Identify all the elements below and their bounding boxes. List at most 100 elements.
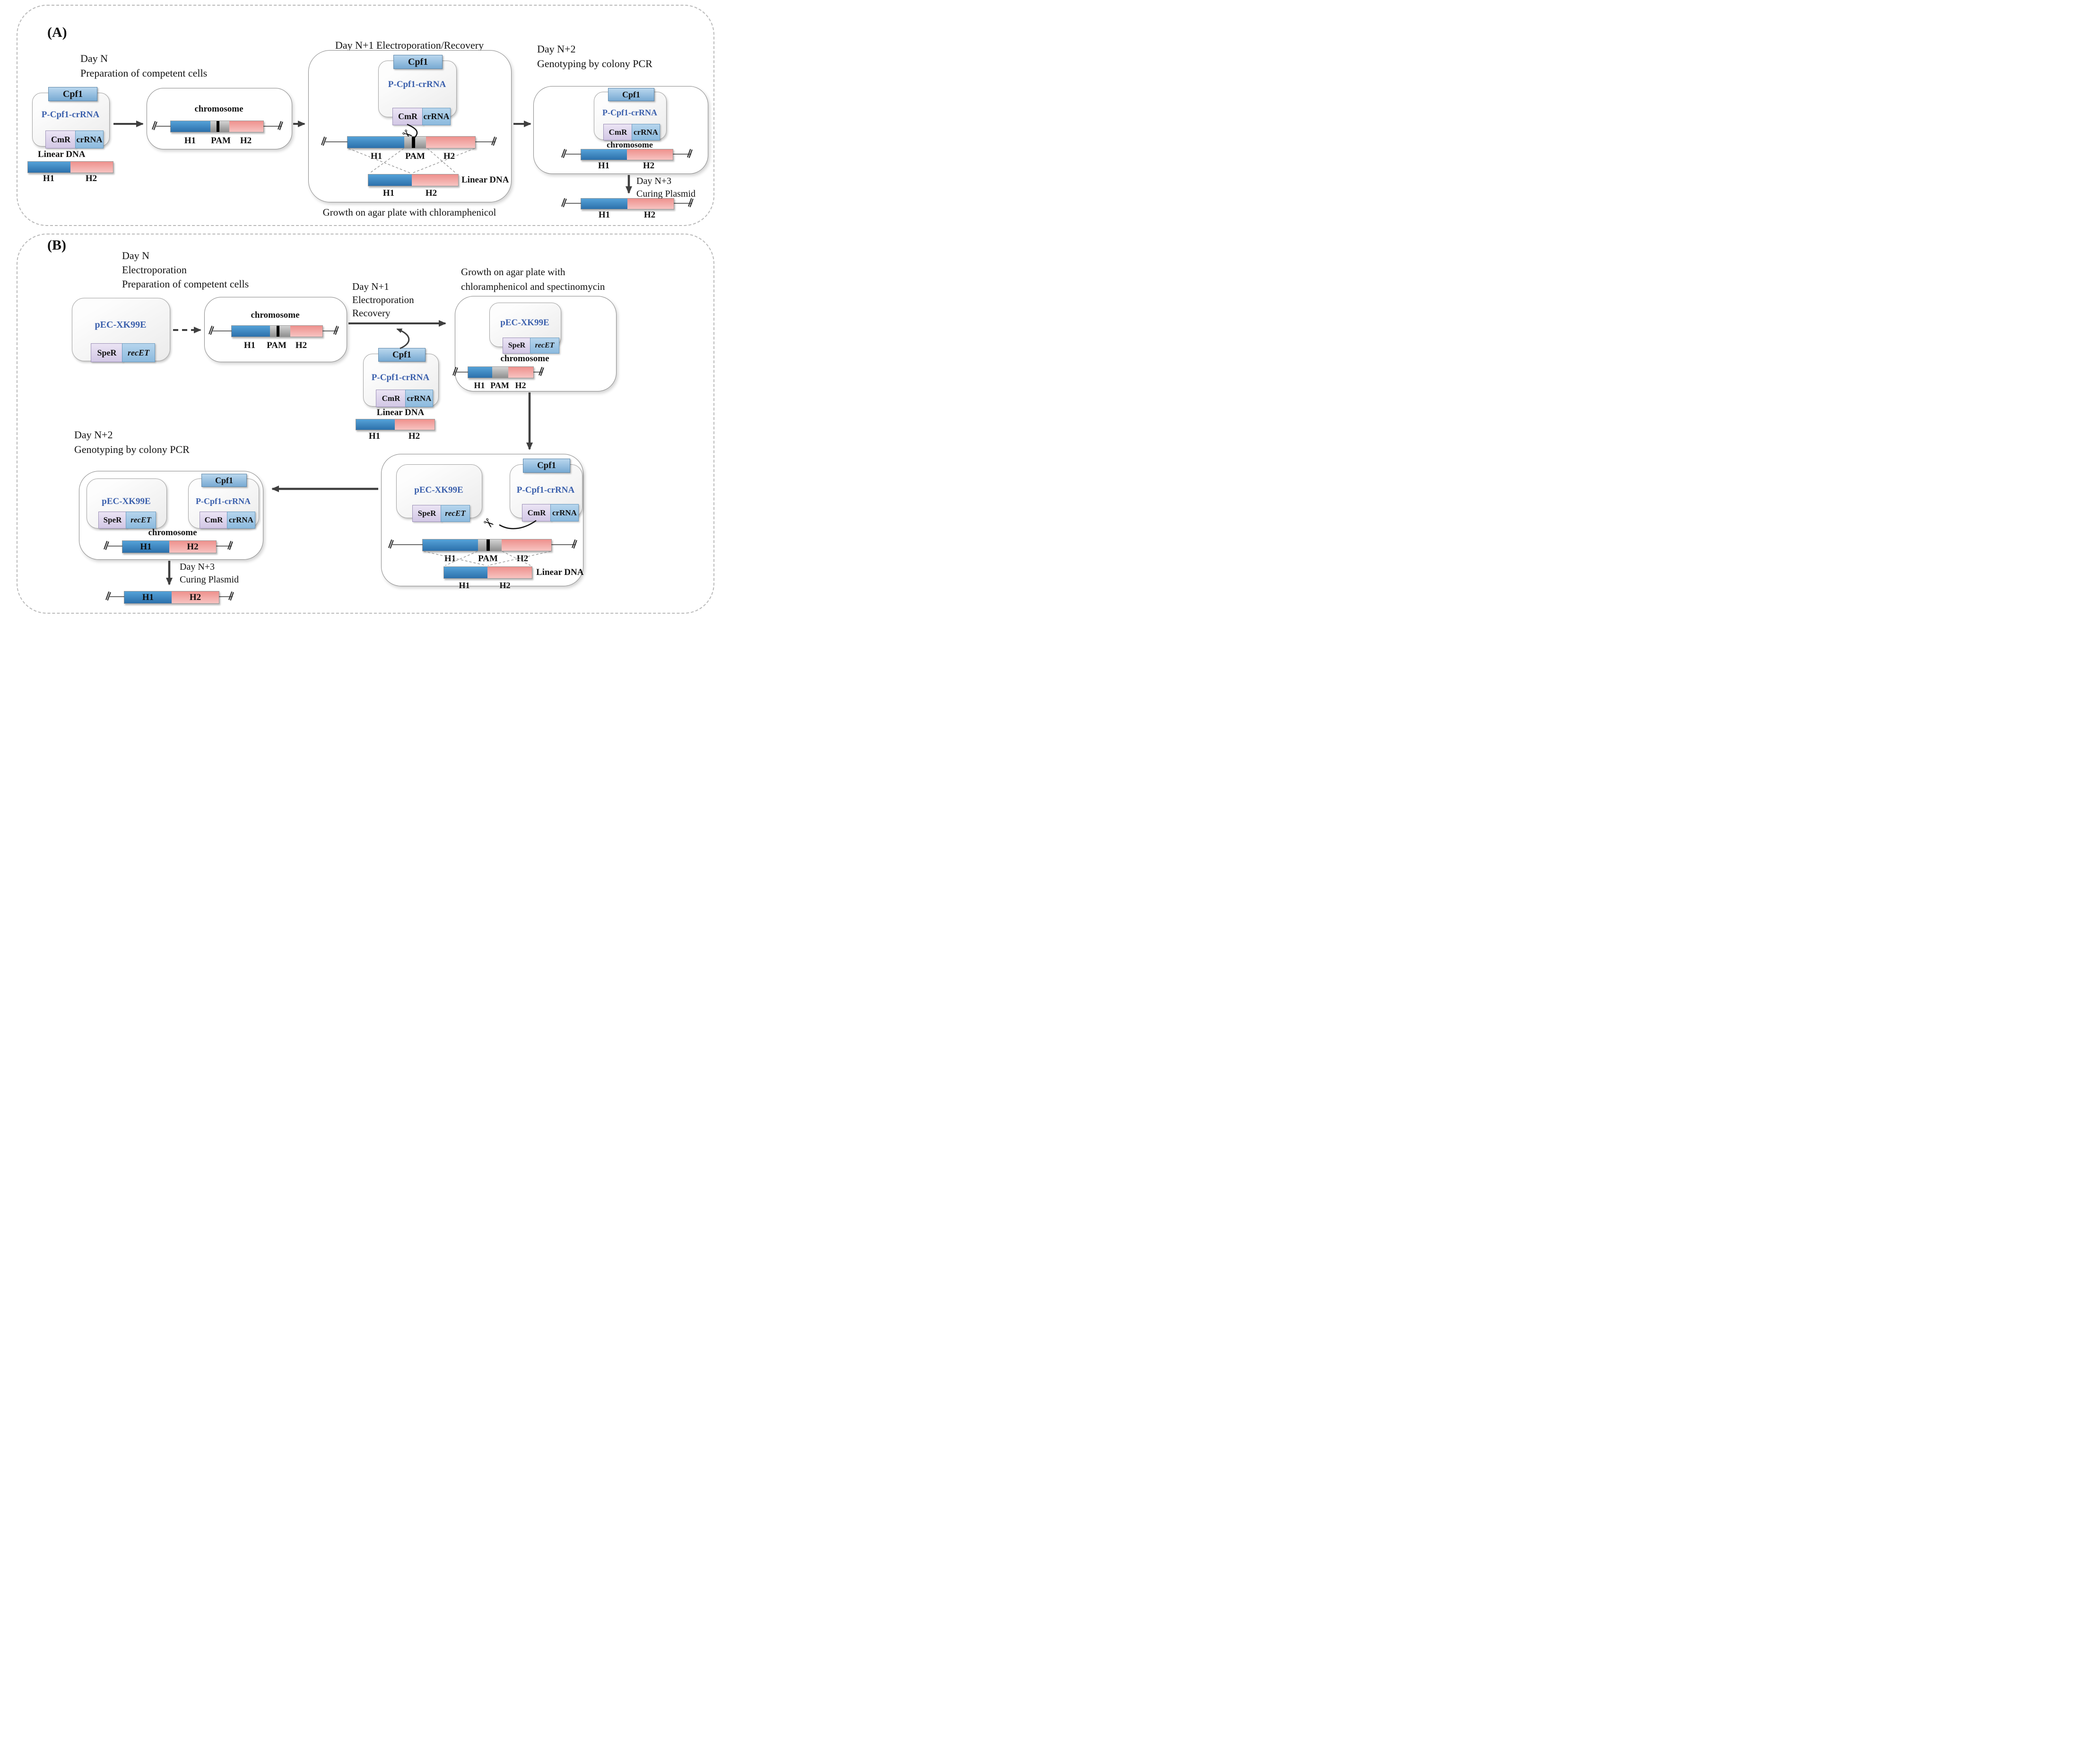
plasmid-name: P-Cpf1-crRNA	[371, 373, 430, 382]
step-line: Preparation of competent cells	[80, 67, 208, 79]
chromosome-bar	[170, 121, 264, 132]
recet-gene: recET	[122, 343, 155, 362]
step-line: Curing Plasmid	[180, 574, 239, 585]
panel-b-day-n3-step: Day N+3 Curing Plasmid	[180, 561, 239, 586]
h1-label: H1	[142, 592, 154, 602]
h1-label: H1	[184, 136, 196, 146]
h2-label: H2	[189, 592, 201, 602]
plasmid-name: P-Cpf1-crRNA	[41, 110, 100, 120]
pam-site	[412, 137, 415, 148]
h1-segment	[348, 137, 404, 148]
cpf1-gene-tab: Cpf1	[523, 459, 570, 473]
step-line: Genotyping by colony PCR	[537, 58, 652, 70]
h2-segment	[290, 326, 322, 337]
h2-segment	[627, 149, 673, 160]
h1-segment: H1	[124, 591, 172, 603]
cpf1-gene-tab: Cpf1	[48, 87, 97, 101]
step-line: Day N+2	[74, 429, 113, 441]
cell-chromosome-a	[147, 88, 292, 149]
h2-segment: H2	[169, 541, 216, 553]
sper-gene: SpeR	[91, 343, 123, 362]
cmr-gene: CmR	[45, 130, 76, 148]
h2-segment	[70, 162, 113, 173]
h1-segment	[356, 419, 395, 430]
h1-label: H1	[459, 581, 470, 590]
step-line: Day N+1	[352, 281, 389, 292]
step-line: Electroporation	[352, 294, 414, 305]
step-line: Day N+3	[180, 562, 215, 572]
chromosome-bar	[468, 366, 534, 378]
h1-segment	[232, 326, 270, 337]
chromosome-bar	[422, 539, 552, 551]
panel-b-day-n-step: Day N Electroporation Preparation of com…	[122, 249, 249, 291]
h2-label: H2	[85, 174, 97, 183]
plasmid-name: pEC-XK99E	[102, 496, 151, 506]
h2-segment: H2	[172, 591, 219, 603]
pam-segment	[492, 367, 508, 378]
h2-segment	[508, 367, 533, 378]
linear-dna-label: Linear DNA	[536, 567, 584, 577]
chromosome-label: chromosome	[500, 354, 549, 364]
recet-gene: recET	[126, 512, 156, 529]
h1-segment: H1	[122, 541, 169, 553]
chromosome-label: chromosome	[194, 104, 243, 114]
plasmid-name: pEC-XK99E	[500, 318, 549, 328]
linear-dna-label: Linear DNA	[38, 149, 86, 159]
h2-segment	[412, 174, 458, 186]
linear-dna-bar	[368, 174, 459, 186]
cpf1-gene-tab: Cpf1	[608, 88, 654, 101]
h1-label: H1	[140, 541, 152, 552]
step-line: Curing Plasmid	[636, 189, 696, 199]
crrna-gene: crRNA	[550, 504, 579, 521]
h1-label: H1	[382, 188, 395, 198]
h1-label: H1	[598, 161, 610, 171]
h1-label: H1	[368, 431, 381, 441]
cmr-gene: CmR	[392, 108, 423, 125]
plasmid-name: P-Cpf1-crRNA	[516, 485, 575, 495]
h2-label: H2	[643, 210, 656, 220]
h2-label: H2	[240, 136, 252, 146]
panel-b-day-n2-title: Day N+2 Genotyping by colony PCR	[74, 427, 190, 457]
edited-chromosome-bar: H1 H2	[122, 540, 217, 553]
cpf1-gene-tab: Cpf1	[393, 55, 443, 69]
cmr-gene: CmR	[522, 504, 551, 521]
panel-a-day-n3-step: Day N+3 Curing Plasmid	[636, 175, 695, 200]
crrna-gene: crRNA	[632, 124, 660, 140]
pam-label: PAM	[267, 340, 287, 350]
crrna-gene: crRNA	[405, 390, 433, 407]
sper-gene: SpeR	[98, 512, 127, 529]
linear-dna-bar	[27, 161, 113, 173]
panel-a-day-n-step: Day N Preparation of competent cells	[80, 51, 207, 80]
h2-segment	[502, 539, 551, 551]
crrna-gene: crRNA	[227, 512, 255, 529]
sper-gene: SpeR	[412, 505, 442, 522]
h1-label: H1	[598, 210, 610, 220]
chromosome-bar	[231, 325, 323, 337]
step-line: Preparation of competent cells	[122, 278, 249, 290]
edited-chromosome-bar: H1 H2	[124, 591, 219, 604]
h1-segment	[468, 367, 492, 378]
step-line: Growth on agar plate with	[461, 266, 565, 278]
sper-gene: SpeR	[503, 338, 531, 354]
plasmid-name: P-Cpf1-crRNA	[388, 79, 446, 89]
h2-label: H2	[295, 340, 307, 350]
plasmid-name: pEC-XK99E	[414, 485, 463, 495]
h2-label: H2	[643, 161, 655, 171]
recet-gene: recET	[530, 338, 559, 354]
h2-label: H2	[187, 541, 199, 552]
h1-segment	[28, 162, 70, 173]
h2-label: H2	[516, 554, 529, 564]
pam-segment	[404, 137, 426, 148]
h1-label: H1	[243, 340, 256, 350]
h2-segment	[426, 137, 475, 148]
plasmid-name: P-Cpf1-crRNA	[196, 496, 251, 506]
step-line: chloramphenicol and spectinomycin	[461, 281, 605, 292]
pam-site	[217, 121, 219, 132]
edited-chromosome-bar	[581, 149, 673, 160]
linear-dna-bar	[356, 419, 435, 430]
plasmid-name: P-Cpf1-crRNA	[602, 108, 657, 117]
h2-label: H2	[443, 151, 455, 161]
cmr-gene: CmR	[200, 512, 228, 529]
crrna-gene: crRNA	[75, 130, 104, 148]
h2-label: H2	[408, 431, 420, 441]
